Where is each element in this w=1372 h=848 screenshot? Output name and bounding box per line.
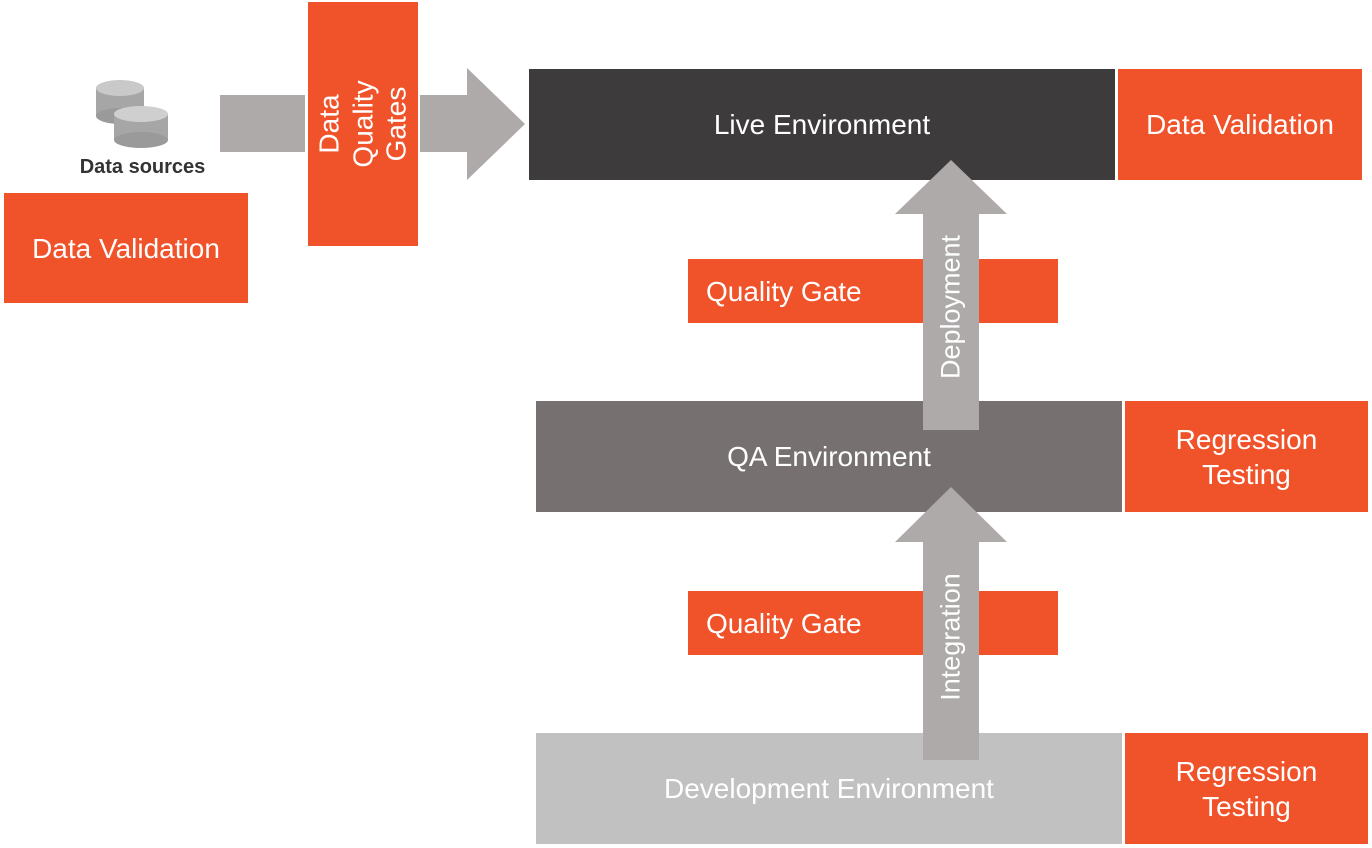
data-quality-gates-box: Data Quality Gates bbox=[308, 2, 418, 246]
quality-gate-upper: Quality Gate bbox=[688, 259, 1058, 323]
quality-gate-upper-label: Quality Gate bbox=[706, 275, 862, 307]
database-icon bbox=[96, 80, 168, 148]
gate-to-live-arrow bbox=[420, 68, 525, 180]
integration-label: Integration bbox=[935, 573, 966, 701]
data-sources-label: Data sources bbox=[79, 155, 206, 178]
left-data-validation: Data Validation bbox=[4, 193, 248, 303]
deployment-label: Deployment bbox=[935, 234, 966, 380]
quality-gate-lower-label: Quality Gate bbox=[706, 607, 862, 639]
live-environment: Live Environment bbox=[529, 69, 1115, 180]
data-quality-gates-label: Data Quality Gates bbox=[313, 80, 412, 168]
dev-regression-testing: Regression Testing bbox=[1125, 733, 1368, 844]
quality-gate-lower: Quality Gate bbox=[688, 591, 1058, 655]
qa-environment: QA Environment bbox=[536, 401, 1122, 512]
qa-regression-testing: Regression Testing bbox=[1125, 401, 1368, 512]
development-environment: Development Environment bbox=[536, 733, 1122, 844]
source-to-gate-connector bbox=[220, 95, 305, 152]
live-data-validation: Data Validation bbox=[1118, 69, 1362, 180]
